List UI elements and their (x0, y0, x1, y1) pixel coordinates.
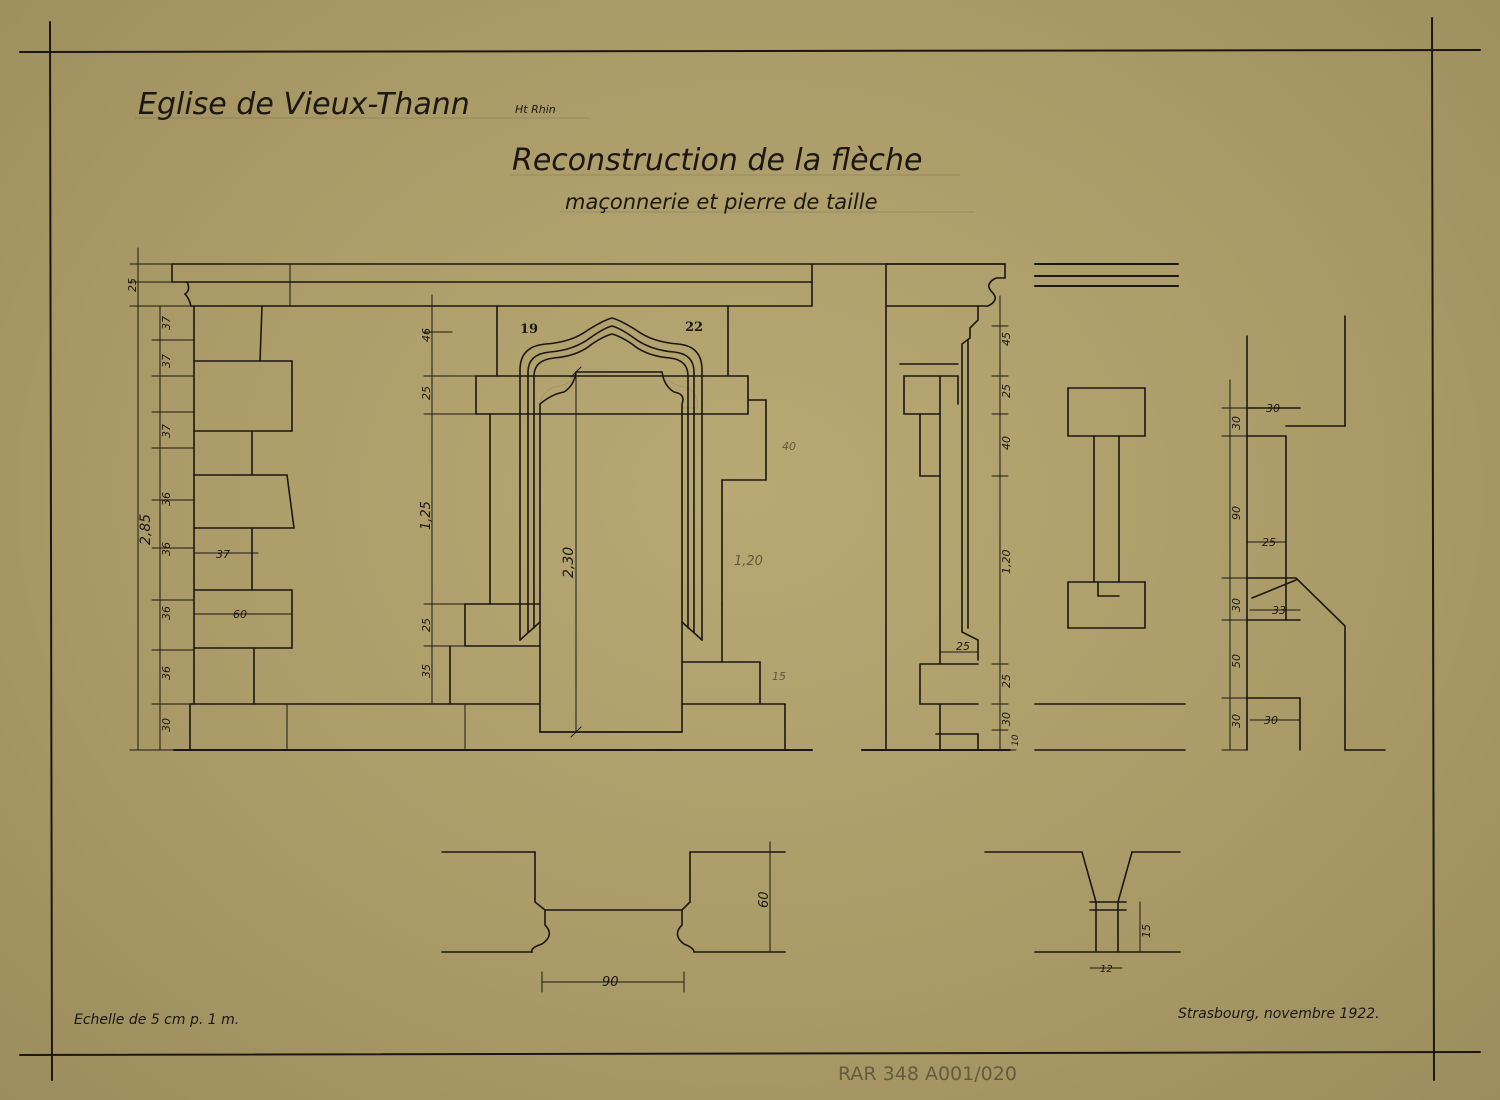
stone-number-19: 19 (520, 322, 538, 337)
title-church: Eglise de Vieux-Thann (138, 87, 470, 122)
stone-number-22: 22 (685, 320, 703, 335)
dim-section-45: 45 (1000, 332, 1013, 346)
dim-plan-12: 12 (1100, 964, 1113, 975)
plan-section (984, 851, 1181, 969)
dim-course-3: 37 (160, 424, 173, 438)
dim-section-30: 30 (1000, 712, 1013, 726)
dim-profile-50: 50 (1230, 654, 1243, 668)
dim-profile-90: 90 (1230, 506, 1243, 520)
dim-course-7: 36 (160, 666, 173, 680)
dim-faint-120: 1,20 (734, 554, 763, 569)
dim-course-4: 36 (160, 492, 173, 506)
dim-profile-33: 33 (1272, 604, 1286, 617)
dim-profile-30d: 30 (1230, 714, 1243, 728)
dim-faint-40: 40 (782, 440, 796, 453)
dim-course-1: 37 (160, 316, 173, 330)
side-section (861, 263, 1017, 751)
guide-lines (134, 117, 976, 213)
sheet-frame (19, 17, 1481, 1081)
place-date-note: Strasbourg, novembre 1922. (1178, 1006, 1380, 1022)
dim-jamb-25a: 25 (420, 386, 433, 400)
profile-lines (1034, 263, 1186, 751)
dim-section-120: 1,20 (1000, 550, 1013, 575)
dim-jamb-35: 35 (420, 664, 433, 678)
dim-opening-height: 2,30 (561, 547, 577, 578)
dim-plan-15: 15 (1140, 924, 1153, 938)
dim-section-10: 10 (1011, 734, 1021, 746)
dim-cornice: 25 (126, 278, 139, 292)
dim-course-5: 36 (160, 542, 173, 556)
archive-reference: RAR 348 A001/020 (838, 1063, 1017, 1085)
plan-window (441, 841, 786, 993)
title-subject: maçonnerie et pierre de taille (565, 190, 878, 214)
dim-section-25a: 25 (1000, 384, 1013, 398)
dim-stone-width-37: 37 (216, 548, 230, 561)
dim-profile-25: 25 (1262, 536, 1276, 549)
dim-faint-15: 15 (772, 670, 786, 683)
dim-section-40: 40 (1000, 436, 1013, 450)
dim-section-25c: 25 (1000, 674, 1013, 688)
dim-course-8: 30 (160, 718, 173, 732)
right-profile-detail (1221, 315, 1386, 751)
dim-course-6: 36 (160, 606, 173, 620)
left-dimension-chain (129, 247, 491, 751)
scale-note: Echelle de 5 cm p. 1 m. (74, 1012, 239, 1028)
dim-course-2: 37 (160, 354, 173, 368)
dim-profile-30c: 30 (1230, 598, 1243, 612)
main-elevation: 19 22 (171, 263, 1006, 751)
dim-jamb-125: 1,25 (419, 501, 434, 530)
t-section-detail (1067, 387, 1146, 629)
dim-jamb-25b: 25 (420, 618, 433, 632)
title-region: Ht Rhin (515, 103, 556, 116)
dim-section-25b: 25 (956, 640, 970, 653)
dim-profile-30e: 30 (1264, 714, 1278, 727)
dim-profile-30b: 30 (1266, 402, 1280, 415)
dim-plan-height-60: 60 (757, 891, 772, 908)
dim-plan-width-90: 90 (602, 975, 619, 990)
dim-stone-width-60: 60 (233, 608, 247, 621)
dim-total-height: 2,85 (138, 514, 154, 545)
dim-jamb-46: 46 (420, 328, 433, 342)
title-project: Reconstruction de la flèche (512, 143, 923, 178)
dim-profile-30a: 30 (1230, 416, 1243, 430)
